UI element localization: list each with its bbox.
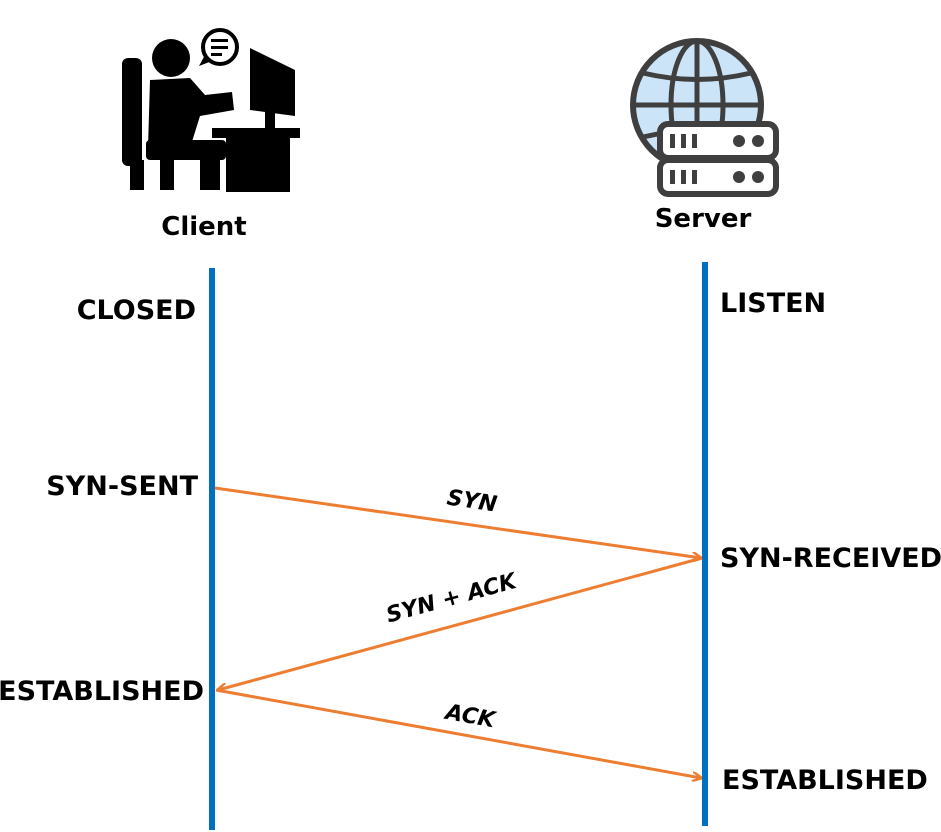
ack-label: ACK — [442, 700, 499, 734]
client-state-closed: CLOSED — [77, 295, 196, 326]
ack-arrow — [215, 688, 701, 778]
server-state-listen: LISTEN — [720, 288, 826, 319]
person-at-computer-icon — [122, 28, 300, 192]
client-state-syn-sent: SYN-SENT — [46, 471, 198, 502]
syn-ack-label: SYN + ACK — [384, 569, 521, 629]
speech-bubble-icon — [199, 28, 239, 66]
syn-ack-arrow — [218, 556, 703, 690]
client-title: Client — [161, 212, 246, 242]
client-state-established: ESTABLISHED — [0, 676, 204, 707]
server-title: Server — [655, 204, 752, 234]
syn-arrow — [214, 486, 701, 558]
globe-server-icon — [630, 38, 779, 197]
server-state-established: ESTABLISHED — [722, 765, 928, 796]
syn-label: SYN — [445, 486, 498, 518]
server-state-syn-received: SYN-RECEIVED — [720, 543, 941, 574]
